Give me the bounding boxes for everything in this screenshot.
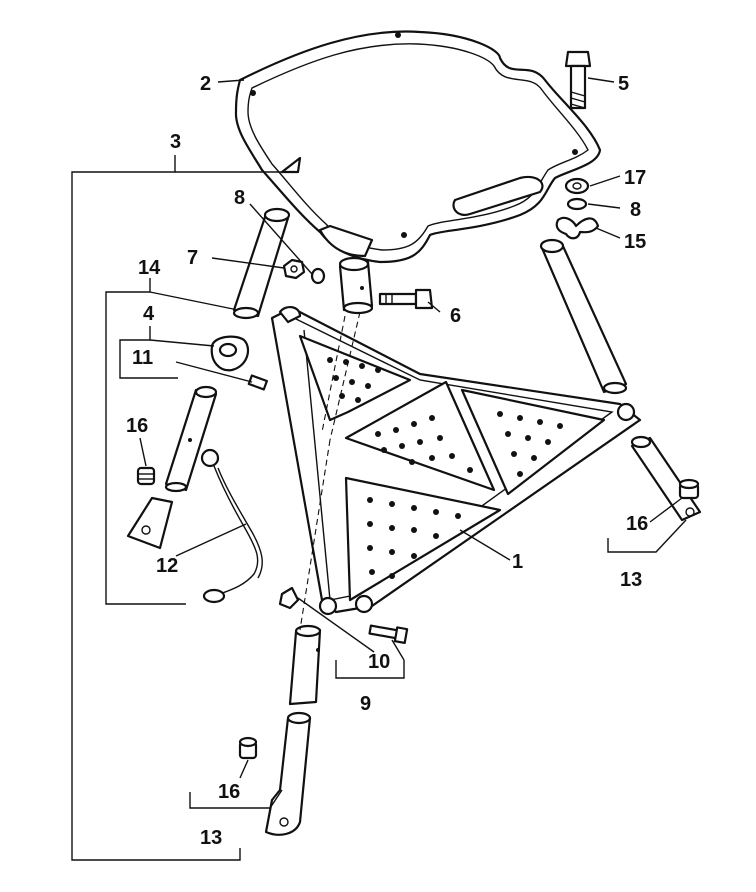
assembly-dash-lines [299,311,361,631]
center-hub-sleeve [338,256,374,315]
label-part-2: 2 [200,73,211,95]
triangular-frame-part-1 [270,306,642,616]
chain-part-12 [200,448,263,604]
tray-top-plate [234,30,602,264]
nut-part-7 [282,258,306,280]
leg-foot-bottom [264,711,312,836]
label-part-16-left: 16 [126,415,148,437]
washer-part-8-left [310,267,326,285]
label-part-16-right: 16 [626,513,648,535]
screw-part-11 [247,374,268,391]
leg-tube-right [539,238,628,395]
bolt-part-6 [378,288,434,310]
label-part-13-right: 13 [620,569,642,591]
cap-part-16-left [136,466,156,486]
brackets-and-leaders [71,77,687,861]
label-part-6: 6 [450,305,461,327]
pin-part-10 [278,586,300,610]
cap-part-16-bottom [238,736,258,760]
label-part-8-left: 8 [234,187,245,209]
label-part-4: 4 [143,303,155,325]
label-part-14: 14 [138,257,161,279]
nut-part-17 [564,177,590,195]
label-part-13-bottom: 13 [200,827,222,849]
label-part-9: 9 [360,693,371,715]
leg-foot-right [630,435,702,522]
label-part-1: 1 [512,551,523,573]
washer-part-8-right [566,197,588,211]
leg-tube-part-14 [232,207,291,320]
label-part-17: 17 [624,167,646,189]
cap-part-16-right [678,478,700,500]
label-part-7: 7 [187,247,198,269]
leg-tube-bottom [288,624,322,706]
label-part-16-bottom: 16 [218,781,240,803]
label-part-12: 12 [156,555,178,577]
label-part-3: 3 [170,131,181,153]
wing-nut-part-15 [555,216,600,240]
part-labels: 1 2 3 4 5 6 7 8 8 9 10 11 12 13 13 14 15… [126,73,648,849]
bolt-part-9 [368,624,409,645]
leg-tube-left-lower [164,385,218,493]
label-part-11: 11 [132,347,153,369]
label-part-8-right: 8 [630,199,641,221]
label-part-5: 5 [618,73,629,95]
foot-plate-left [126,496,174,550]
bolt-part-5 [564,50,592,110]
label-part-15: 15 [624,231,646,253]
knob-part-4 [210,335,250,372]
label-part-10: 10 [368,651,390,673]
